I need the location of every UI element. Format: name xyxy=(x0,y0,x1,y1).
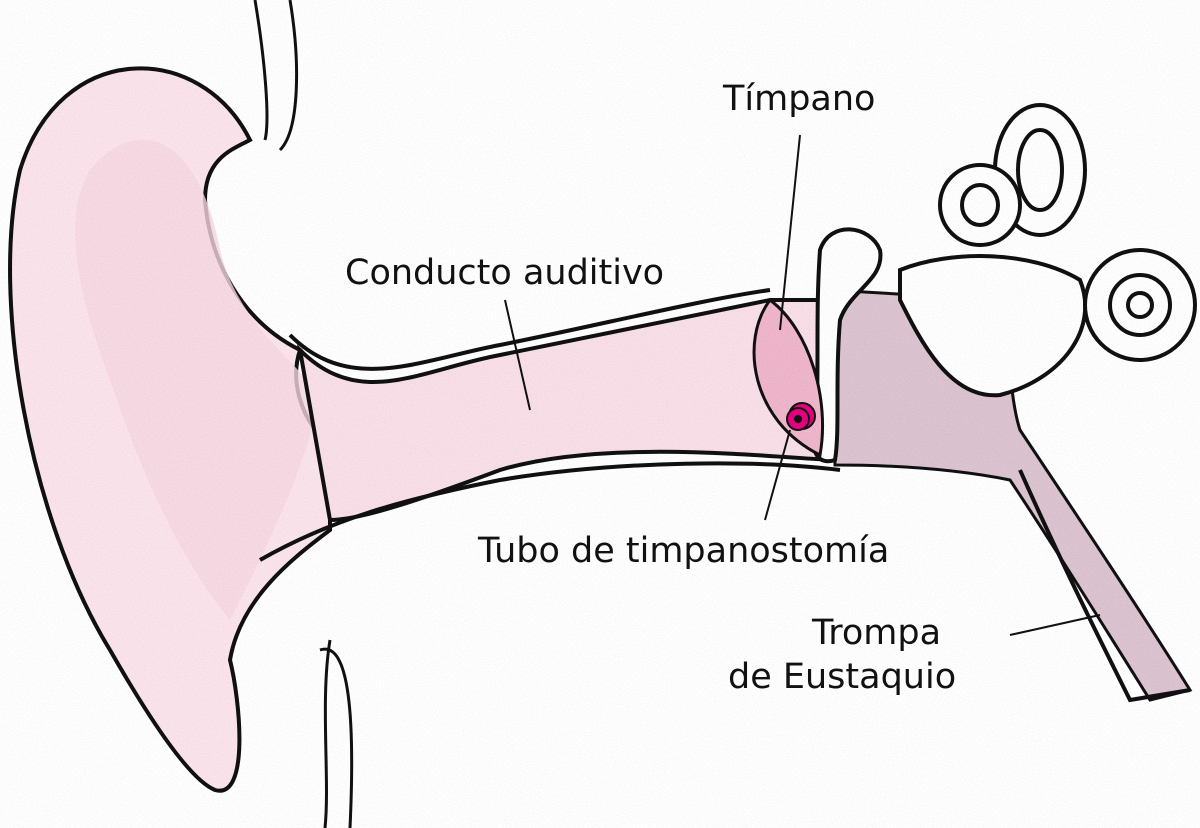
leader-tube xyxy=(764,429,791,521)
label-tympanostomy-tube: Tubo de timpanostomía xyxy=(478,531,890,571)
label-eustachian-line1: Trompa xyxy=(812,613,942,653)
leader-eardrum xyxy=(779,134,801,331)
label-eardrum: Tímpano xyxy=(723,79,876,119)
leader-canal xyxy=(504,299,531,411)
label-eustachian-line2: de Eustaquio xyxy=(728,657,957,697)
leader-eustachian xyxy=(1009,614,1101,636)
label-ear-canal: Conducto auditivo xyxy=(345,253,665,293)
